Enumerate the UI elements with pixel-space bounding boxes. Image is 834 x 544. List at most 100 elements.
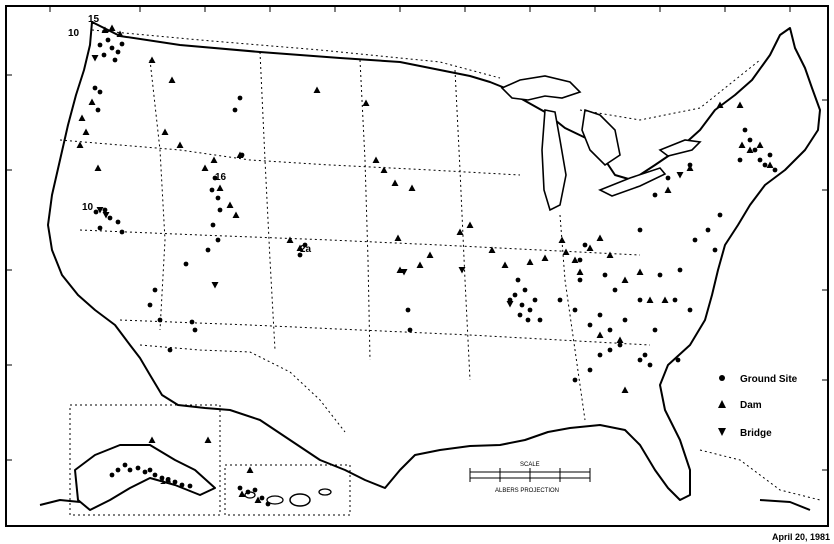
dam-marker [394, 234, 402, 241]
dam-marker [488, 246, 496, 253]
ground-site-marker [772, 167, 778, 173]
ground-site-marker [97, 89, 103, 95]
site-label: 10 [82, 202, 94, 213]
dam-marker [686, 164, 694, 171]
ground-site-marker [179, 482, 185, 488]
ground-site-marker [742, 127, 748, 133]
dam-marker [526, 258, 534, 265]
legend-ground-site-symbol [719, 375, 725, 381]
dam-marker [736, 101, 744, 108]
ground-site-marker [597, 312, 603, 318]
hawaii-inset [224, 464, 351, 516]
ground-site-marker [212, 175, 218, 181]
site-label: 15 [88, 14, 100, 25]
ground-site-marker [587, 367, 593, 373]
dam-marker [362, 99, 370, 106]
dam-marker [236, 151, 244, 158]
ground-site-marker [525, 317, 531, 323]
ground-site-marker [109, 472, 115, 478]
dam-marker [226, 201, 234, 208]
ground-site-marker [587, 322, 593, 328]
dam-marker [161, 128, 169, 135]
dam-marker [426, 251, 434, 258]
dam-marker [541, 254, 549, 261]
legend-bridge-label: Bridge [740, 428, 772, 439]
dam-marker [94, 164, 102, 171]
ground-site-marker [557, 297, 563, 303]
dam-marker [168, 76, 176, 83]
dam-marker [558, 236, 566, 243]
dam-marker [210, 156, 218, 163]
ground-site-marker [237, 95, 243, 101]
ground-site-marker [647, 362, 653, 368]
ground-site-marker [245, 489, 251, 495]
ground-site-marker [119, 41, 125, 47]
ground-site-marker [767, 152, 773, 158]
site-labels: 10 10 16 15 2a 13 [68, 14, 312, 487]
ground-site-marker [115, 467, 121, 473]
ground-site-marker [232, 107, 238, 113]
dam-marker [766, 161, 774, 168]
ground-site-marker [687, 307, 693, 313]
ground-site-marker [622, 317, 628, 323]
ground-site-marker [407, 327, 413, 333]
dam-marker [646, 296, 654, 303]
florida-keys [699, 449, 821, 501]
ground-site-marker [405, 307, 411, 313]
dam-marker [148, 56, 156, 63]
ground-site-marker [657, 272, 663, 278]
dam-marker [396, 266, 404, 273]
dam-marker [501, 261, 509, 268]
projection-label: ALBERS PROJECTION [495, 488, 559, 494]
dam-marker [466, 221, 474, 228]
marker-layer [76, 24, 778, 507]
ground-site-marker [95, 107, 101, 113]
dam-marker [571, 256, 579, 263]
ground-site-marker [105, 37, 111, 43]
dam-marker [596, 234, 604, 241]
ground-site-marker [209, 187, 215, 193]
ground-site-marker [602, 272, 608, 278]
ground-site-marker [612, 287, 618, 293]
state-boundaries [59, 51, 651, 421]
dam-marker [254, 496, 262, 503]
map-legend: Ground Site Dam Bridge [718, 374, 798, 439]
ground-site-marker [675, 357, 681, 363]
ground-site-marker [259, 495, 265, 501]
ground-site-marker [637, 227, 643, 233]
ground-site-marker [187, 483, 193, 489]
ground-site-marker [692, 237, 698, 243]
dam-marker [408, 184, 416, 191]
ground-site-marker [102, 207, 108, 213]
ground-site-marker [577, 257, 583, 263]
ground-site-marker [109, 45, 115, 51]
ground-site-marker [172, 479, 178, 485]
ground-site-marker [97, 225, 103, 231]
ground-site-marker [517, 312, 523, 318]
dam-marker [661, 296, 669, 303]
bridge-marker [211, 282, 219, 289]
dam-marker [246, 466, 254, 473]
ground-site-marker [512, 292, 518, 298]
dam-marker [738, 141, 746, 148]
dam-marker [664, 186, 672, 193]
site-label: 10 [68, 28, 80, 39]
bridge-marker [676, 172, 684, 179]
dam-marker [562, 248, 570, 255]
ground-site-marker [157, 317, 163, 323]
ground-site-marker [717, 212, 723, 218]
ground-site-marker [577, 277, 583, 283]
dam-marker [416, 261, 424, 268]
dam-marker [313, 86, 321, 93]
map-date: April 20, 1981 [771, 532, 830, 542]
mexico-border [139, 344, 346, 433]
dam-marker [216, 184, 224, 191]
ground-site-marker [737, 157, 743, 163]
ground-site-marker [617, 342, 623, 348]
ground-site-marker [607, 347, 613, 353]
dam-marker [596, 331, 604, 338]
dam-marker [116, 30, 124, 37]
dam-marker [296, 244, 304, 251]
ground-site-marker [167, 347, 173, 353]
puerto-rico-inset [759, 499, 811, 511]
